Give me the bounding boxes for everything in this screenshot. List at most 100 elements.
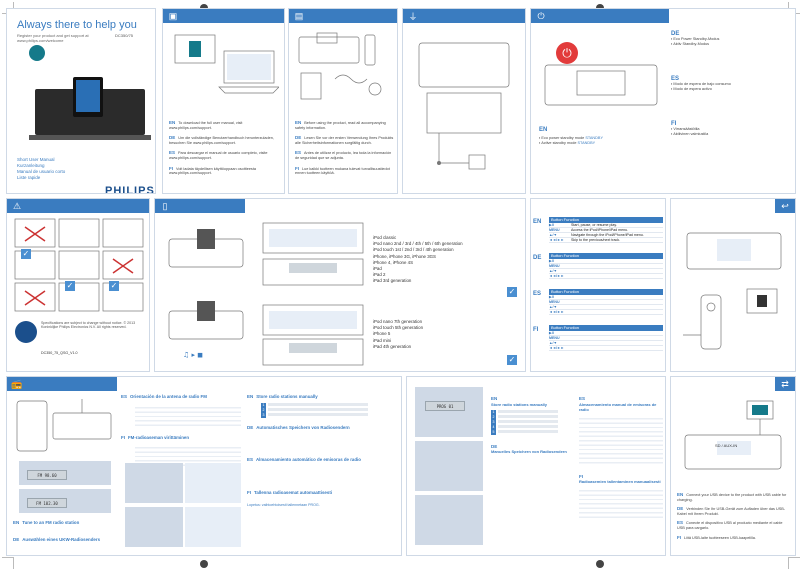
- standby-en-block: EN ▪ Eco power standby mode STANDBY ▪ Ac…: [539, 127, 663, 145]
- step-number: 2: [261, 407, 266, 413]
- remote-illustration: [683, 232, 782, 350]
- ipod-icon: ▯: [162, 200, 168, 211]
- radio-icon: 📻: [11, 378, 23, 389]
- cover-title: Always there to help you: [17, 19, 137, 31]
- button-function: Skip to the previous/next track.: [571, 238, 621, 242]
- compatible-model: iPad mini: [373, 337, 392, 343]
- standby-item: ▪ Active standby mode STANDBY: [539, 140, 596, 145]
- svg-text:⏻: ⏻: [562, 46, 572, 60]
- lang-row-fi: FI: [579, 473, 583, 479]
- compatible-model: iPod nano 7th generation: [373, 319, 423, 324]
- crop-mark: [2, 557, 14, 569]
- compatible-model: iPod classic: [373, 235, 397, 240]
- step-number: 1: [261, 402, 266, 408]
- safety-text: Lesen Sie vor der ersten Verwendung Ihre…: [295, 136, 394, 145]
- button-symbol: ◄◄/►►: [549, 310, 565, 314]
- controls-table-header: Button Function: [549, 325, 663, 331]
- compatible-model: iPad: [373, 266, 382, 272]
- button-symbol: ◄◄/►►: [549, 346, 565, 350]
- table-row: ▶II: [549, 295, 663, 300]
- button-function: Access the iPod/iPhone/iPad menu.: [571, 228, 629, 232]
- package-contents-illustration: [174, 34, 279, 94]
- document-code: DC350_75_QSG_V1.0: [41, 351, 78, 355]
- standby-item: ▪ Virransäästötila: [671, 127, 700, 132]
- compatible-model: iPhone, iPhone 3G, iPhone 3GS: [373, 253, 436, 259]
- spacer: [247, 430, 397, 458]
- language-title: Liste rapide: [17, 175, 41, 180]
- spacer: [671, 91, 791, 121]
- arrow-icon: ↩: [781, 200, 789, 211]
- lang-label-fi: FI: [533, 327, 539, 333]
- safety-text: Lue kaikki tuotteen mukana tulevat turva…: [295, 166, 390, 176]
- spacer: [247, 463, 397, 491]
- section-title: Almacenamiento automático de emisoras de…: [256, 457, 361, 463]
- step-row: 4: [491, 424, 573, 430]
- table-row: ▲/▼: [549, 269, 663, 274]
- button-symbol: ▶II: [549, 331, 554, 335]
- section-title: Almacenamiento manual de emisoras de rad…: [579, 401, 657, 412]
- lang-label-fi: FI: [671, 121, 677, 128]
- language-title: Kurzanleitung: [17, 163, 45, 168]
- compatible-models-list-a: iPod classic iPod nano 2nd / 3rd / 4th /…: [373, 235, 519, 285]
- panel-header: ▤: [289, 9, 397, 23]
- check-icon: ✓: [507, 287, 517, 297]
- standby-button-label: STANDBY: [577, 140, 596, 145]
- controls-table-header: Button Function: [549, 217, 663, 223]
- standby-panel: ⏻ ⏻ EN ▪ Eco power standby mode STANDBY …: [530, 8, 796, 194]
- check-icon: ✓: [65, 281, 75, 291]
- spacer: [491, 435, 573, 445]
- step-text-line: [268, 407, 368, 411]
- power-icon: ⏻: [537, 10, 545, 21]
- panel-header: ↩: [775, 199, 795, 213]
- table-row: ◄◄/►►: [549, 346, 663, 351]
- section-title: Store radio stations manually: [256, 394, 318, 399]
- power-connection-illustration: [418, 42, 510, 170]
- paragraph-placeholder: [579, 487, 663, 522]
- standby-mode-text: Active standby mode: [541, 140, 577, 145]
- table-row: ◄◄/►► Skip to the previous/next track.: [549, 238, 663, 243]
- steps: 1 2 3: [261, 402, 397, 418]
- button-symbol: ◄◄/►►: [549, 238, 565, 242]
- standby-mode-text: Eco Power Standby-Modus: [673, 37, 720, 41]
- lcd-display: FM 98.60: [27, 470, 67, 480]
- brand-logo: PHILIPS: [105, 185, 155, 194]
- download-text: Voit ladata täydellisen käyttöoppaan oso…: [169, 166, 257, 176]
- compatible-models-list-b: iPod nano 7th generation iPod touch 5th …: [373, 319, 519, 350]
- table-row: ▲/▼Navigate through the iPod/iPhone/iPad…: [549, 233, 663, 238]
- box-icon: ▣: [168, 10, 178, 21]
- table-row: ▲/▼: [549, 305, 663, 310]
- panel-header: 📻: [7, 377, 117, 391]
- step-number: 5: [491, 429, 496, 435]
- panel-header: ⏻: [531, 9, 669, 23]
- check-icon: ✓: [507, 355, 517, 365]
- section-title: Radioasemien tallentaminen manuaalisesti: [579, 479, 661, 485]
- usb-icon: ⇄: [781, 378, 789, 389]
- lang-label-de: DE: [533, 255, 542, 261]
- usb-connection-illustration: [684, 400, 782, 470]
- table-row: MENU: [549, 300, 663, 305]
- cover-languages: Short User Manual Kurzanleitung Manual d…: [17, 157, 65, 181]
- section-title: Auswählen eines UKW-Radiosenders: [22, 536, 101, 542]
- radio-presets-panel: PROG 01 EN Store radio stations manually…: [406, 376, 666, 556]
- lang-row-es: ES: [579, 396, 586, 401]
- panel-header: ▯: [155, 199, 245, 213]
- lcd-display: PROG 01: [425, 401, 465, 411]
- compatible-model: iPad 3rd generation: [373, 278, 412, 284]
- usb-text: Connect your USB device to the product w…: [677, 493, 787, 502]
- controls-table: Button Function ▶II MENU ▲/▼ ◄◄/►►: [549, 325, 663, 351]
- lang-row-en: EN: [491, 396, 498, 401]
- registration-mark: [596, 560, 604, 568]
- dock-connector-illustration: ♫ ▸ ◼: [168, 229, 244, 359]
